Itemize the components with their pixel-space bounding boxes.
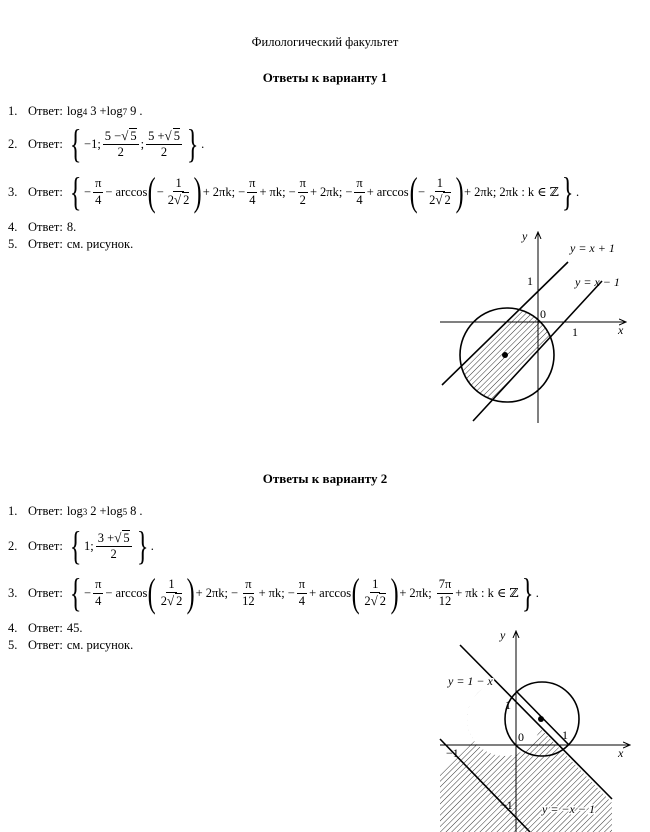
v2-figure: y x y = 1 − x y = −x − 1 1 1 −1 −1 0 [439,628,645,832]
line-lower [472,280,603,422]
answer-number: 2. [8,136,18,151]
answer-label: Ответ: [28,621,63,635]
axis-x-label: x [617,323,624,337]
line-lower [439,738,531,832]
answer-label: Ответ: [28,104,63,118]
center-segment [515,690,570,746]
answer-value: 8. [66,220,77,234]
answer-label: Ответ: [28,538,63,553]
answer-label: Ответ: [28,585,63,600]
answer-number: 5. [8,638,18,652]
tick-x-one: 1 [572,325,578,339]
answer-number: 2. [8,538,18,553]
axis-y-label: y [521,229,528,243]
v2-answer-4: 4. Ответ: 45. [8,621,82,636]
answer-number: 3. [8,585,18,600]
answer-label: Ответ: [28,220,63,234]
line-upper [441,261,569,386]
variant2-heading: Ответы к варианту 2 [262,471,388,486]
v1-answer-5: 5. Ответ: см. рисунок. [8,237,133,252]
line-lower-label: y = x − 1 [574,275,620,289]
answer-value: см. рисунок. [66,638,134,652]
line-upper-label: y = 1 − x [447,674,494,688]
tick-x-one: 1 [562,728,568,742]
line-lower-label: y = −x − 1 [541,802,595,816]
origin-label: 0 [518,730,524,744]
answer-number: 1. [8,104,18,118]
answer-label: Ответ: [28,184,63,199]
faculty-title: Филологический факультет [251,35,399,49]
answer-number: 4. [8,220,18,234]
answer-value: 45. [66,621,83,635]
line-upper [459,644,613,800]
line-upper-label: y = x + 1 [569,241,615,255]
circle [504,681,580,757]
answer-label: Ответ: [28,237,63,251]
answer-value: см. рисунок. [66,237,134,251]
tick-y-minus-one: −1 [500,798,513,812]
answer-label: Ответ: [28,504,63,518]
answer-number: 1. [8,504,18,518]
answer-number: 3. [8,184,18,199]
axis-x-label: x [617,746,624,760]
v1-answer-4: 4. Ответ: 8. [8,220,76,235]
variant1-heading: Ответы к варианту 1 [262,70,388,85]
answer-label: Ответ: [28,136,63,151]
answer-number: 5. [8,237,18,251]
v2-answer-5: 5. Ответ: см. рисунок. [8,638,133,653]
tick-y-one: 1 [505,698,511,712]
axis-y-label: y [499,628,506,642]
v1-figure: y x y = x + 1 y = x − 1 1 1 0 [440,229,650,423]
shaded-region [460,308,554,402]
answer-number: 4. [8,621,18,635]
answer-label: Ответ: [28,638,63,652]
origin-label: 0 [540,307,546,321]
circle [459,307,555,403]
circle-center [502,352,508,358]
tick-x-minus-one: −1 [446,746,459,760]
tick-y-one: 1 [527,274,533,288]
